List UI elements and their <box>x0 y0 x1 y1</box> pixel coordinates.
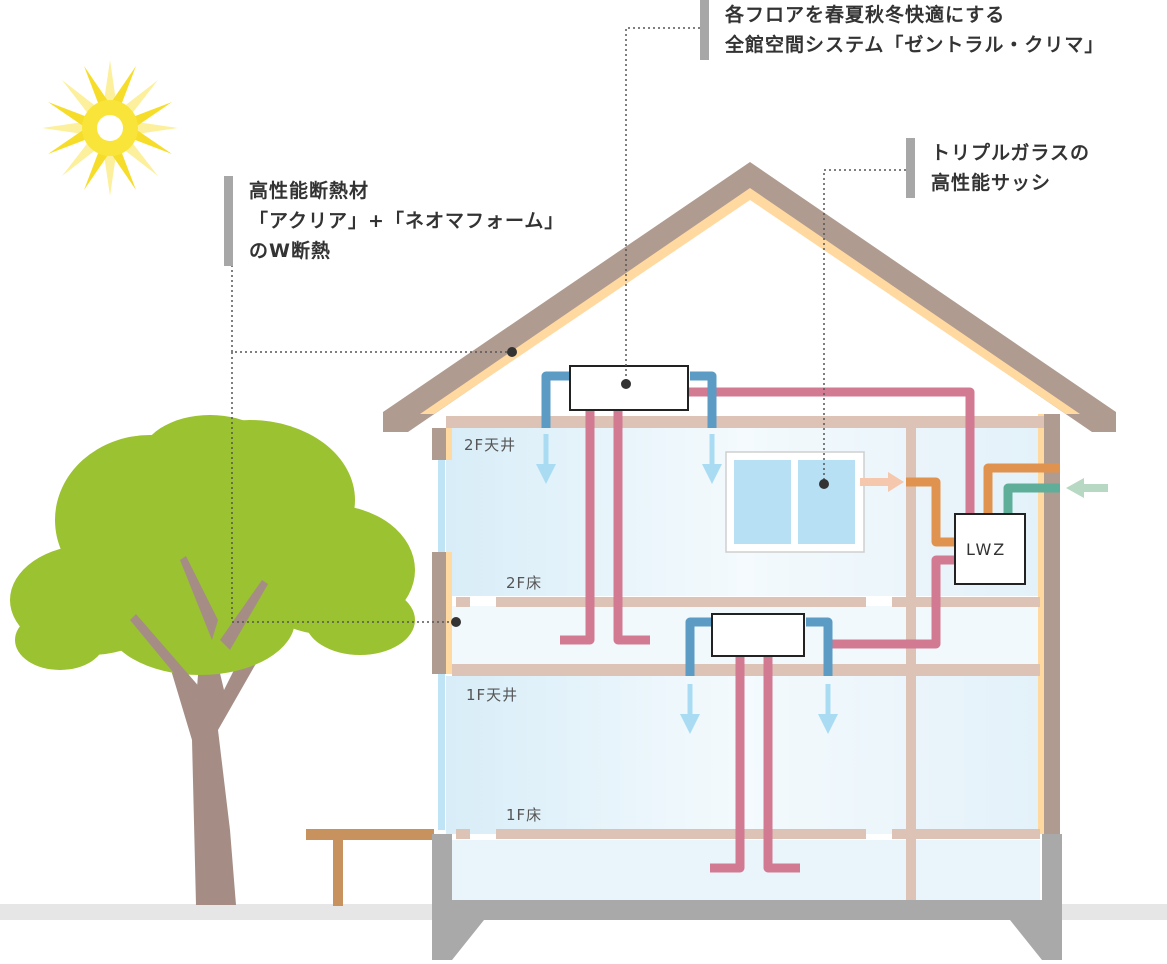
supply-airflow-arrows <box>536 434 838 734</box>
callout-insulation-text: 高性能断熱材 「アクリア」+「ネオマフォーム」 のW断熱 <box>249 176 564 266</box>
callout-central-klima: 各フロアを春夏秋冬快適にする 全館空間システム「ゼントラル・クリマ」 <box>700 0 1104 60</box>
callout-triple-glass-text: トリプルガラスの 高性能サッシ <box>931 138 1090 198</box>
callout-line: トリプルガラスの <box>931 142 1091 164</box>
callout-line: 「アクリア」+「ネオマフォーム」 <box>249 210 565 232</box>
callout-bar <box>906 138 915 198</box>
callout-line: 各フロアを春夏秋冬快適にする <box>725 4 1006 26</box>
lwz-unit-label: LWZ <box>966 540 1007 559</box>
floor-joists <box>446 416 1044 904</box>
callout-bar <box>224 176 233 266</box>
leader-lines <box>231 27 906 623</box>
bench <box>306 829 434 906</box>
callout-insulation: 高性能断熱材 「アクリア」+「ネオマフォーム」 のW断熱 <box>224 176 564 266</box>
supply-ducts <box>541 371 833 676</box>
label-2f-ceiling: 2F天井 <box>464 436 517 454</box>
label-1f-ceiling: 1F天井 <box>466 686 519 704</box>
callout-line: 高性能断熱材 <box>249 180 370 202</box>
fresh-air-intake-duct <box>1003 483 1060 514</box>
sun-icon <box>42 60 178 196</box>
outflow-arrow-icon <box>860 472 904 492</box>
inflow-arrow-icon <box>1066 478 1108 498</box>
exhaust-ducts <box>560 387 975 873</box>
label-2f-floor: 2F床 <box>506 574 543 592</box>
callout-line: 高性能サッシ <box>931 172 1052 194</box>
walls <box>432 414 1060 834</box>
klima-unit-1f <box>711 613 805 657</box>
callout-bar <box>700 0 709 60</box>
callout-central-klima-text: 各フロアを春夏秋冬快適にする 全館空間システム「ゼントラル・クリマ」 <box>725 0 1104 60</box>
callout-line: のW断熱 <box>249 240 331 262</box>
triple-glass-window <box>725 451 865 553</box>
tree-illustration <box>10 415 415 905</box>
leader-dots <box>451 347 829 627</box>
callout-triple-glass: トリプルガラスの 高性能サッシ <box>906 138 1090 198</box>
lwz-unit <box>954 513 1026 585</box>
label-1f-floor: 1F床 <box>506 806 543 824</box>
outdoor-exhaust-duct <box>906 463 1060 547</box>
callout-line: 全館空間システム「ゼントラル・クリマ」 <box>725 34 1105 56</box>
